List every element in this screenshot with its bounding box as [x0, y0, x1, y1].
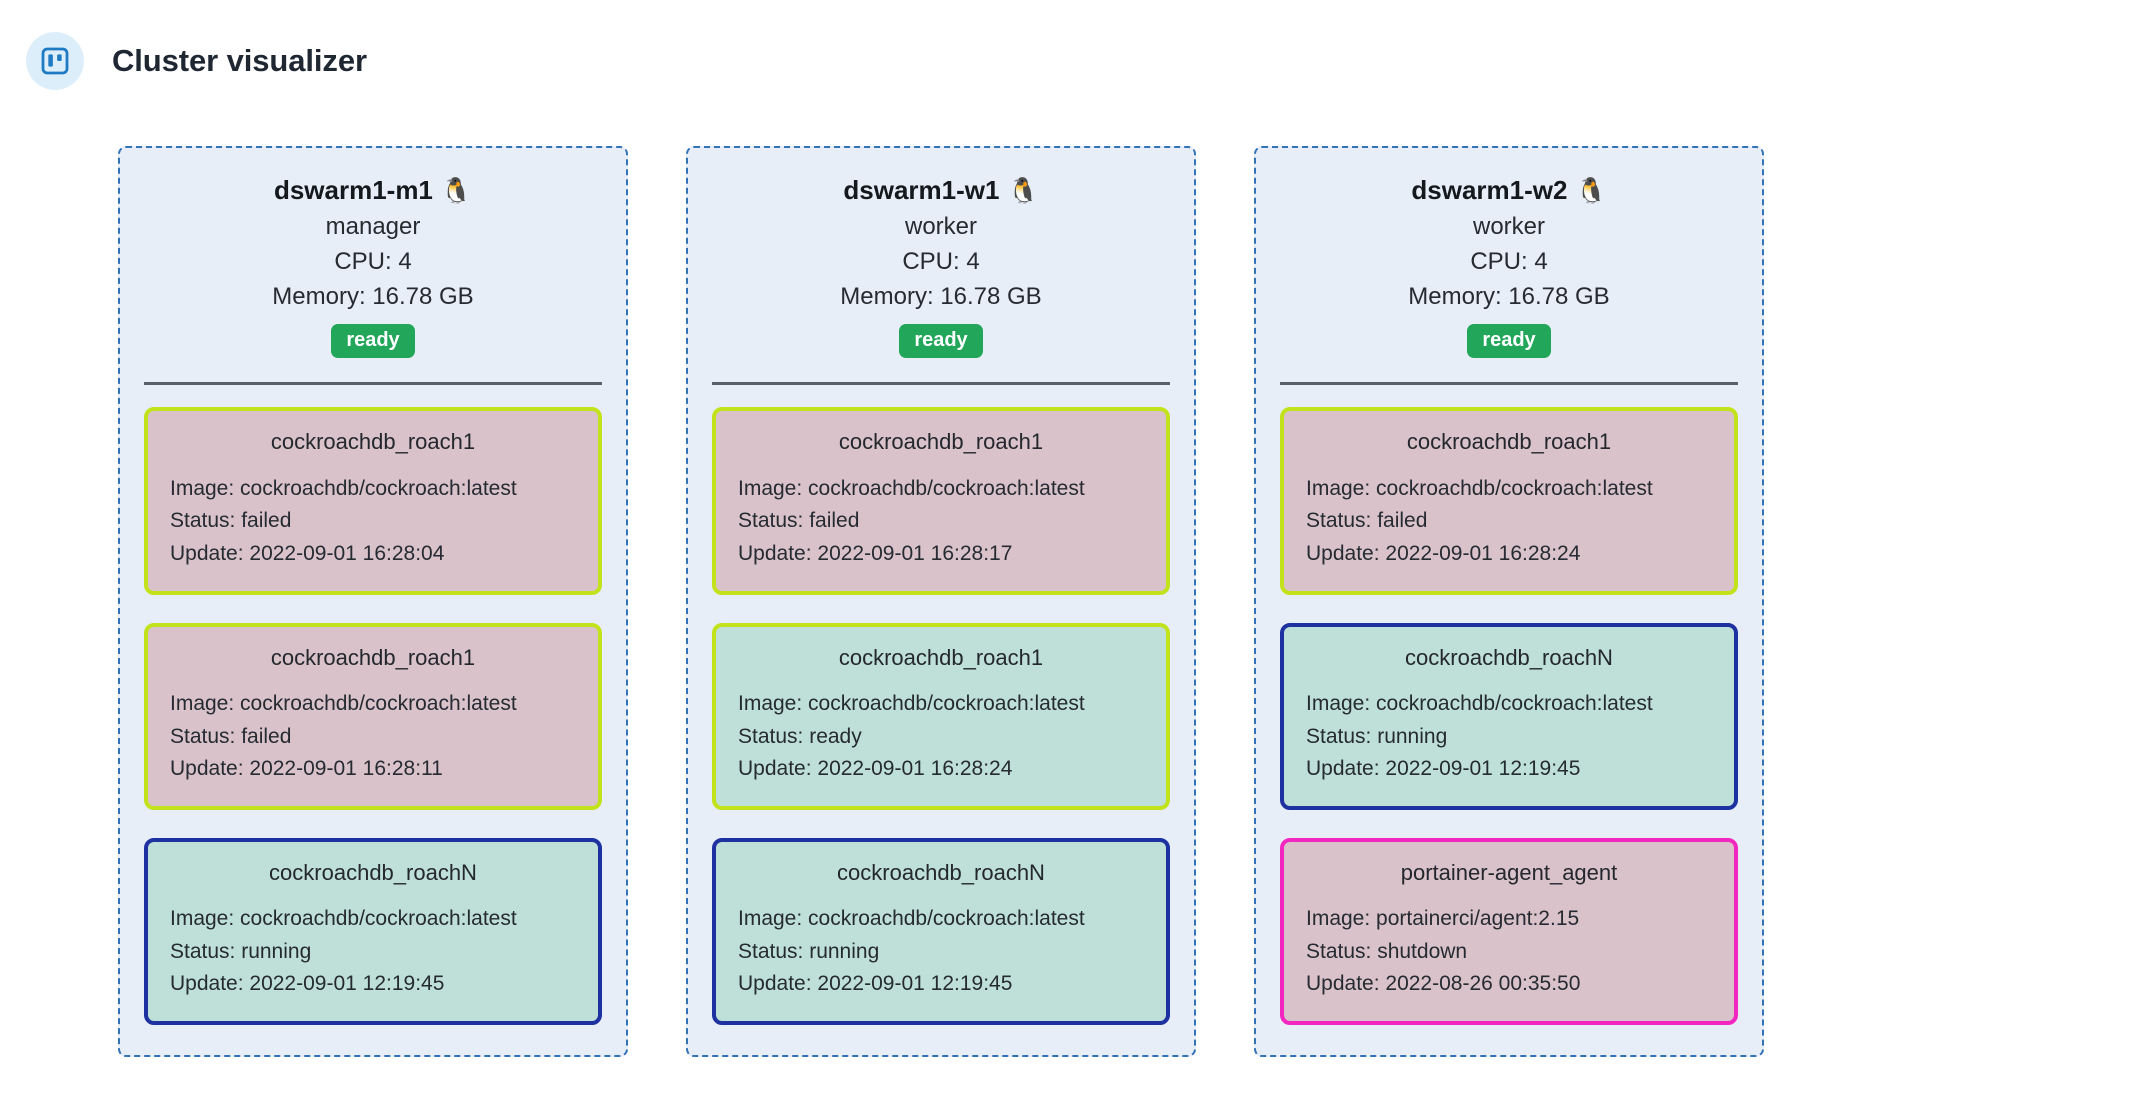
task-card[interactable]: cockroachdb_roach1 Image: cockroachdb/co…: [144, 622, 602, 810]
node-divider: [1280, 382, 1738, 386]
task-card[interactable]: cockroachdb_roachN Image: cockroachdb/co…: [1280, 622, 1738, 810]
task-card[interactable]: cockroachdb_roach1 Image: cockroachdb/co…: [712, 407, 1170, 595]
node-card-dswarm1-w1[interactable]: dswarm1-w1🐧 worker CPU: 4 Memory: 16.78 …: [686, 146, 1196, 1057]
task-update: Update: 2022-09-01 16:28:04: [170, 541, 445, 565]
task-status: Status: ready: [738, 724, 862, 748]
task-name: cockroachdb_roachN: [837, 859, 1045, 885]
tux-linux-penguin-icon: 🐧: [440, 177, 473, 205]
task-status: Status: failed: [170, 724, 292, 748]
status-badge: ready: [899, 324, 983, 359]
task-update: Update: 2022-09-01 12:19:45: [170, 972, 445, 996]
node-name: dswarm1-w2🐧: [1280, 174, 1738, 207]
task-status: Status: failed: [170, 509, 292, 533]
task-image: Image: cockroachdb/cockroach:latest: [738, 692, 1085, 716]
task-list: cockroachdb_roach1 Image: cockroachdb/co…: [712, 407, 1170, 1025]
tux-linux-penguin-icon: 🐧: [1007, 177, 1039, 205]
node-cpu: CPU: 4: [334, 248, 412, 276]
task-update: Update: 2022-09-01 16:28:24: [1306, 541, 1581, 565]
task-card[interactable]: portainer-agent_agent Image: portainerci…: [1280, 837, 1738, 1025]
kanban-board-icon: [26, 32, 84, 90]
status-badge: ready: [331, 324, 415, 359]
node-card-dswarm1-w2[interactable]: dswarm1-w2🐧 worker CPU: 4 Memory: 16.78 …: [1254, 146, 1764, 1057]
task-name: cockroachdb_roachN: [269, 859, 477, 885]
task-image: Image: portainerci/agent:2.15: [1306, 907, 1580, 931]
node-status-row: ready: [144, 324, 602, 359]
node-status-row: ready: [1280, 324, 1738, 359]
task-name: cockroachdb_roach1: [1406, 429, 1612, 455]
task-image: Image: cockroachdb/cockroach:latest: [738, 476, 1085, 500]
task-list: cockroachdb_roach1 Image: cockroachdb/co…: [144, 407, 602, 1025]
task-status: Status: failed: [738, 509, 860, 533]
node-name-label: dswarm1-m1: [273, 175, 433, 205]
node-memory: Memory: 16.78 GB: [840, 283, 1042, 311]
node-role: worker: [1472, 213, 1545, 241]
task-card[interactable]: cockroachdb_roach1 Image: cockroachdb/co…: [144, 407, 602, 595]
task-name: cockroachdb_roach1: [270, 644, 476, 670]
node-name-label: dswarm1-w2: [1411, 175, 1568, 205]
node-cpu: CPU: 4: [1470, 248, 1548, 276]
task-image: Image: cockroachdb/cockroach:latest: [1306, 692, 1653, 716]
task-name: cockroachdb_roach1: [270, 429, 476, 455]
task-card[interactable]: cockroachdb_roach1 Image: cockroachdb/co…: [1280, 407, 1738, 595]
app-header: Cluster visualizer: [0, 0, 2142, 100]
node-name: dswarm1-m1🐧: [144, 174, 602, 207]
task-update: Update: 2022-09-01 12:19:45: [1306, 757, 1581, 781]
task-image: Image: cockroachdb/cockroach:latest: [170, 907, 517, 931]
node-memory: Memory: 16.78 GB: [1408, 283, 1610, 311]
node-role: manager: [325, 213, 421, 241]
node-name-label: dswarm1-w1: [843, 175, 1000, 205]
task-image: Image: cockroachdb/cockroach:latest: [170, 476, 517, 500]
tux-linux-penguin-icon: 🐧: [1575, 177, 1607, 205]
task-update: Update: 2022-09-01 16:28:24: [738, 757, 1013, 781]
node-role: worker: [904, 213, 977, 241]
task-update: Update: 2022-08-26 00:35:50: [1306, 972, 1581, 996]
task-image: Image: cockroachdb/cockroach:latest: [738, 907, 1085, 931]
page-title: Cluster visualizer: [112, 43, 367, 78]
task-update: Update: 2022-09-01 16:28:17: [738, 541, 1013, 565]
node-name: dswarm1-w1🐧: [712, 174, 1170, 207]
node-divider: [144, 382, 602, 386]
node-status-row: ready: [712, 324, 1170, 359]
task-card[interactable]: cockroachdb_roach1 Image: cockroachdb/co…: [712, 622, 1170, 810]
task-image: Image: cockroachdb/cockroach:latest: [170, 692, 517, 716]
task-status: Status: shutdown: [1306, 939, 1468, 963]
task-status: Status: running: [170, 939, 312, 963]
task-name: cockroachdb_roachN: [1405, 644, 1613, 670]
task-card[interactable]: cockroachdb_roachN Image: cockroachdb/co…: [144, 837, 602, 1025]
task-status: Status: running: [738, 939, 880, 963]
node-memory: Memory: 16.78 GB: [272, 283, 474, 311]
task-update: Update: 2022-09-01 16:28:11: [170, 757, 443, 781]
task-update: Update: 2022-09-01 12:19:45: [738, 972, 1013, 996]
task-name: portainer-agent_agent: [1400, 859, 1618, 885]
task-status: Status: running: [1306, 724, 1448, 748]
node-divider: [712, 382, 1170, 386]
node-card-dswarm1-m1[interactable]: dswarm1-m1🐧 manager CPU: 4 Memory: 16.78…: [118, 146, 628, 1057]
task-name: cockroachdb_roach1: [838, 644, 1044, 670]
status-badge: ready: [1467, 324, 1551, 359]
task-status: Status: failed: [1306, 509, 1428, 533]
task-name: cockroachdb_roach1: [838, 429, 1044, 455]
cluster-board: dswarm1-m1🐧 manager CPU: 4 Memory: 16.78…: [0, 100, 2142, 1057]
task-image: Image: cockroachdb/cockroach:latest: [1306, 476, 1653, 500]
node-cpu: CPU: 4: [902, 248, 980, 276]
task-list: cockroachdb_roach1 Image: cockroachdb/co…: [1280, 407, 1738, 1025]
task-card[interactable]: cockroachdb_roachN Image: cockroachdb/co…: [712, 837, 1170, 1025]
